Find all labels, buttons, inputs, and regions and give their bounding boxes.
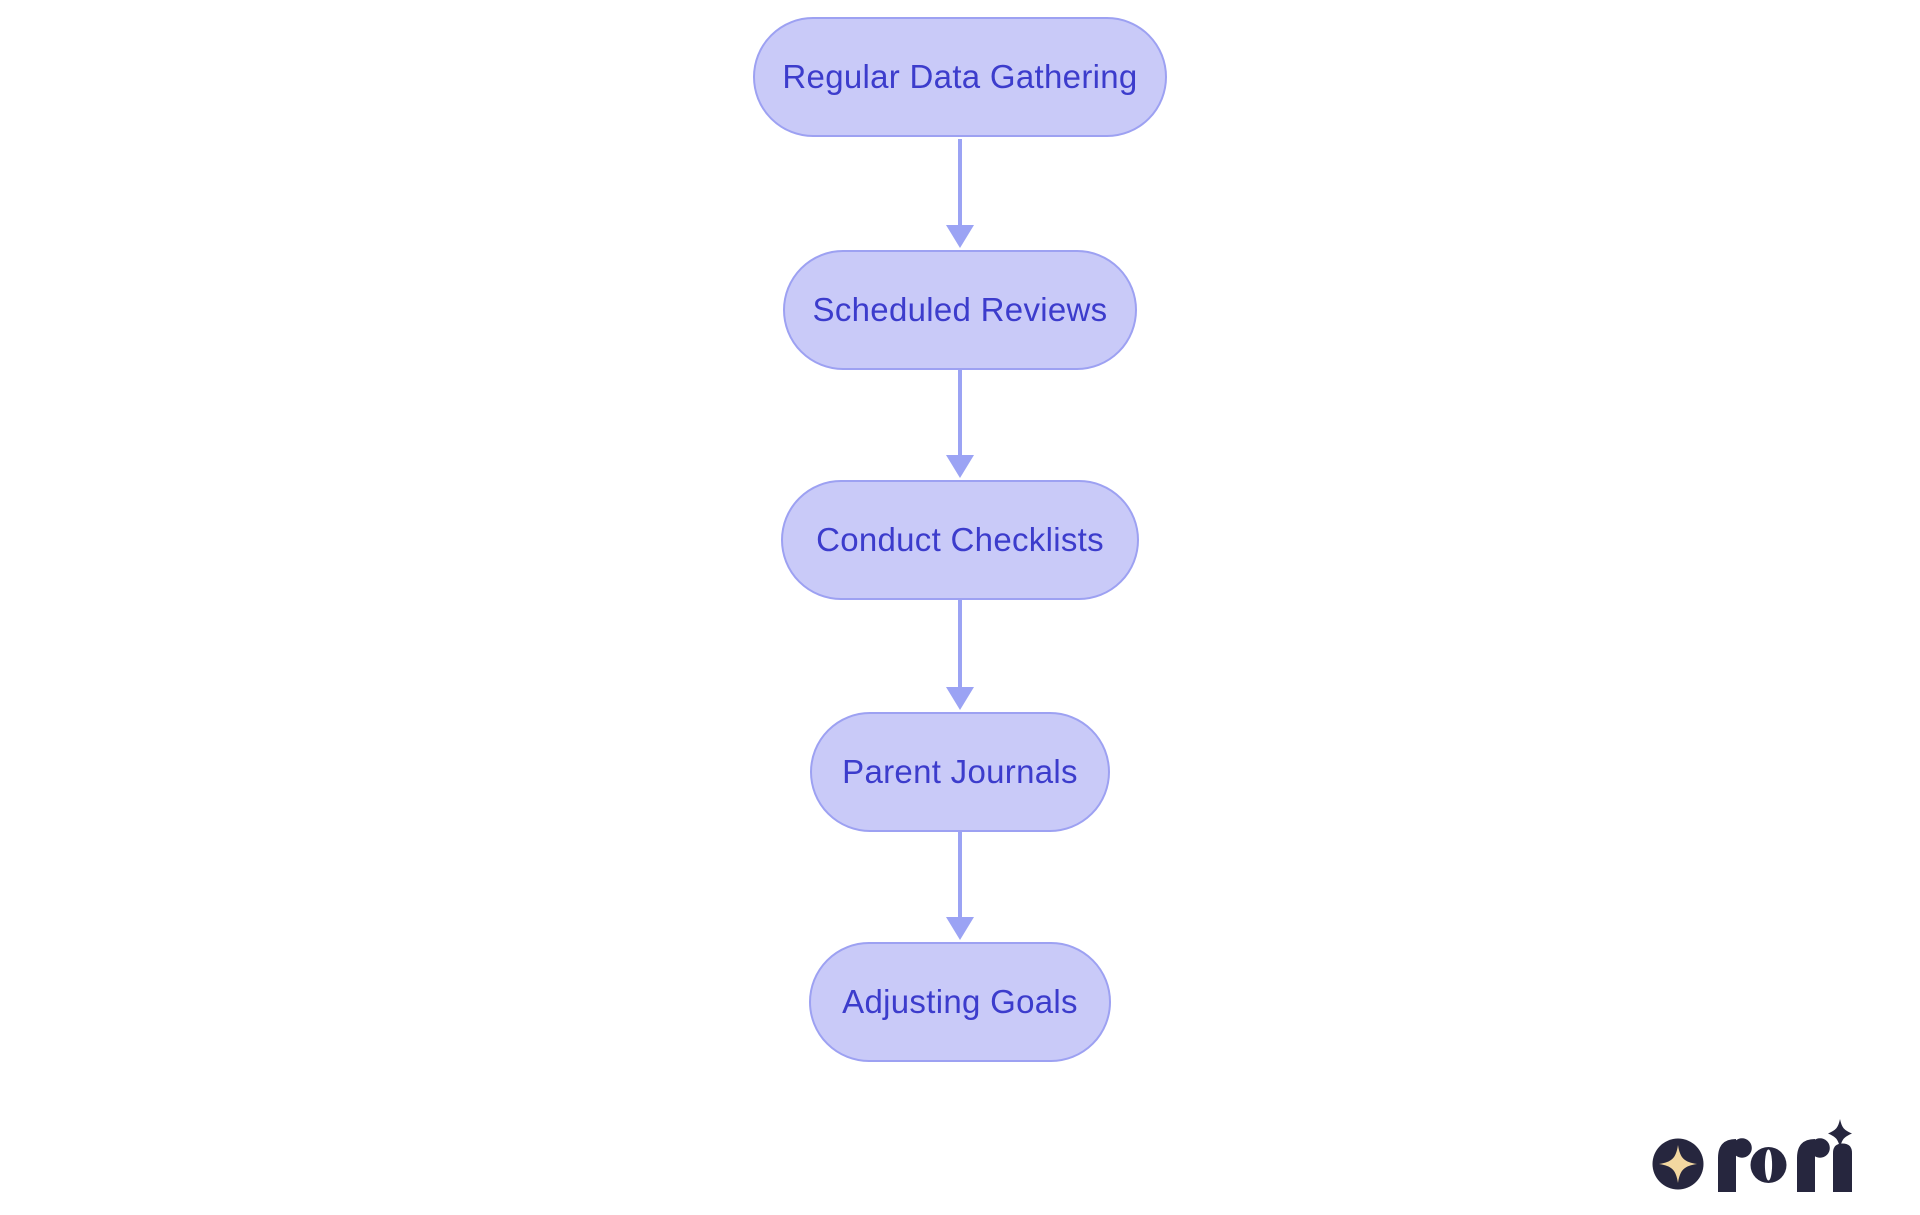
node-label: Adjusting Goals (842, 983, 1078, 1020)
flow-arrow-2 (945, 370, 975, 478)
sparkle-icon (1828, 1119, 1852, 1148)
logo-letter-o (1750, 1147, 1787, 1183)
node-label: Parent Journals (842, 753, 1078, 790)
rori-logo (1652, 1119, 1852, 1192)
arrow-down-icon (946, 687, 974, 710)
arrow-shaft (958, 600, 962, 687)
arrow-down-icon (946, 455, 974, 478)
flow-arrow-4 (945, 832, 975, 940)
arrow-down-icon (946, 225, 974, 248)
node-label: Regular Data Gathering (782, 58, 1138, 95)
flow-arrow-3 (945, 600, 975, 710)
logo-letter-r2 (1797, 1138, 1830, 1192)
flow-node-scheduled-reviews: Scheduled Reviews (783, 250, 1137, 370)
node-label: Conduct Checklists (816, 521, 1104, 558)
flow-node-regular-data-gathering: Regular Data Gathering (753, 17, 1167, 137)
flow-node-adjusting-goals: Adjusting Goals (809, 942, 1111, 1062)
arrow-shaft (958, 832, 962, 917)
sparkle-in-circle-icon (1652, 1138, 1704, 1190)
logo-letter-r (1718, 1138, 1752, 1192)
flow-node-conduct-checklists: Conduct Checklists (781, 480, 1139, 600)
arrow-shaft (958, 370, 962, 455)
node-label: Scheduled Reviews (812, 291, 1108, 328)
flow-arrow-1 (945, 139, 975, 248)
arrow-shaft (958, 139, 962, 225)
logo-letter-i (1828, 1119, 1852, 1192)
arrow-down-icon (946, 917, 974, 940)
flow-node-parent-journals: Parent Journals (810, 712, 1110, 832)
